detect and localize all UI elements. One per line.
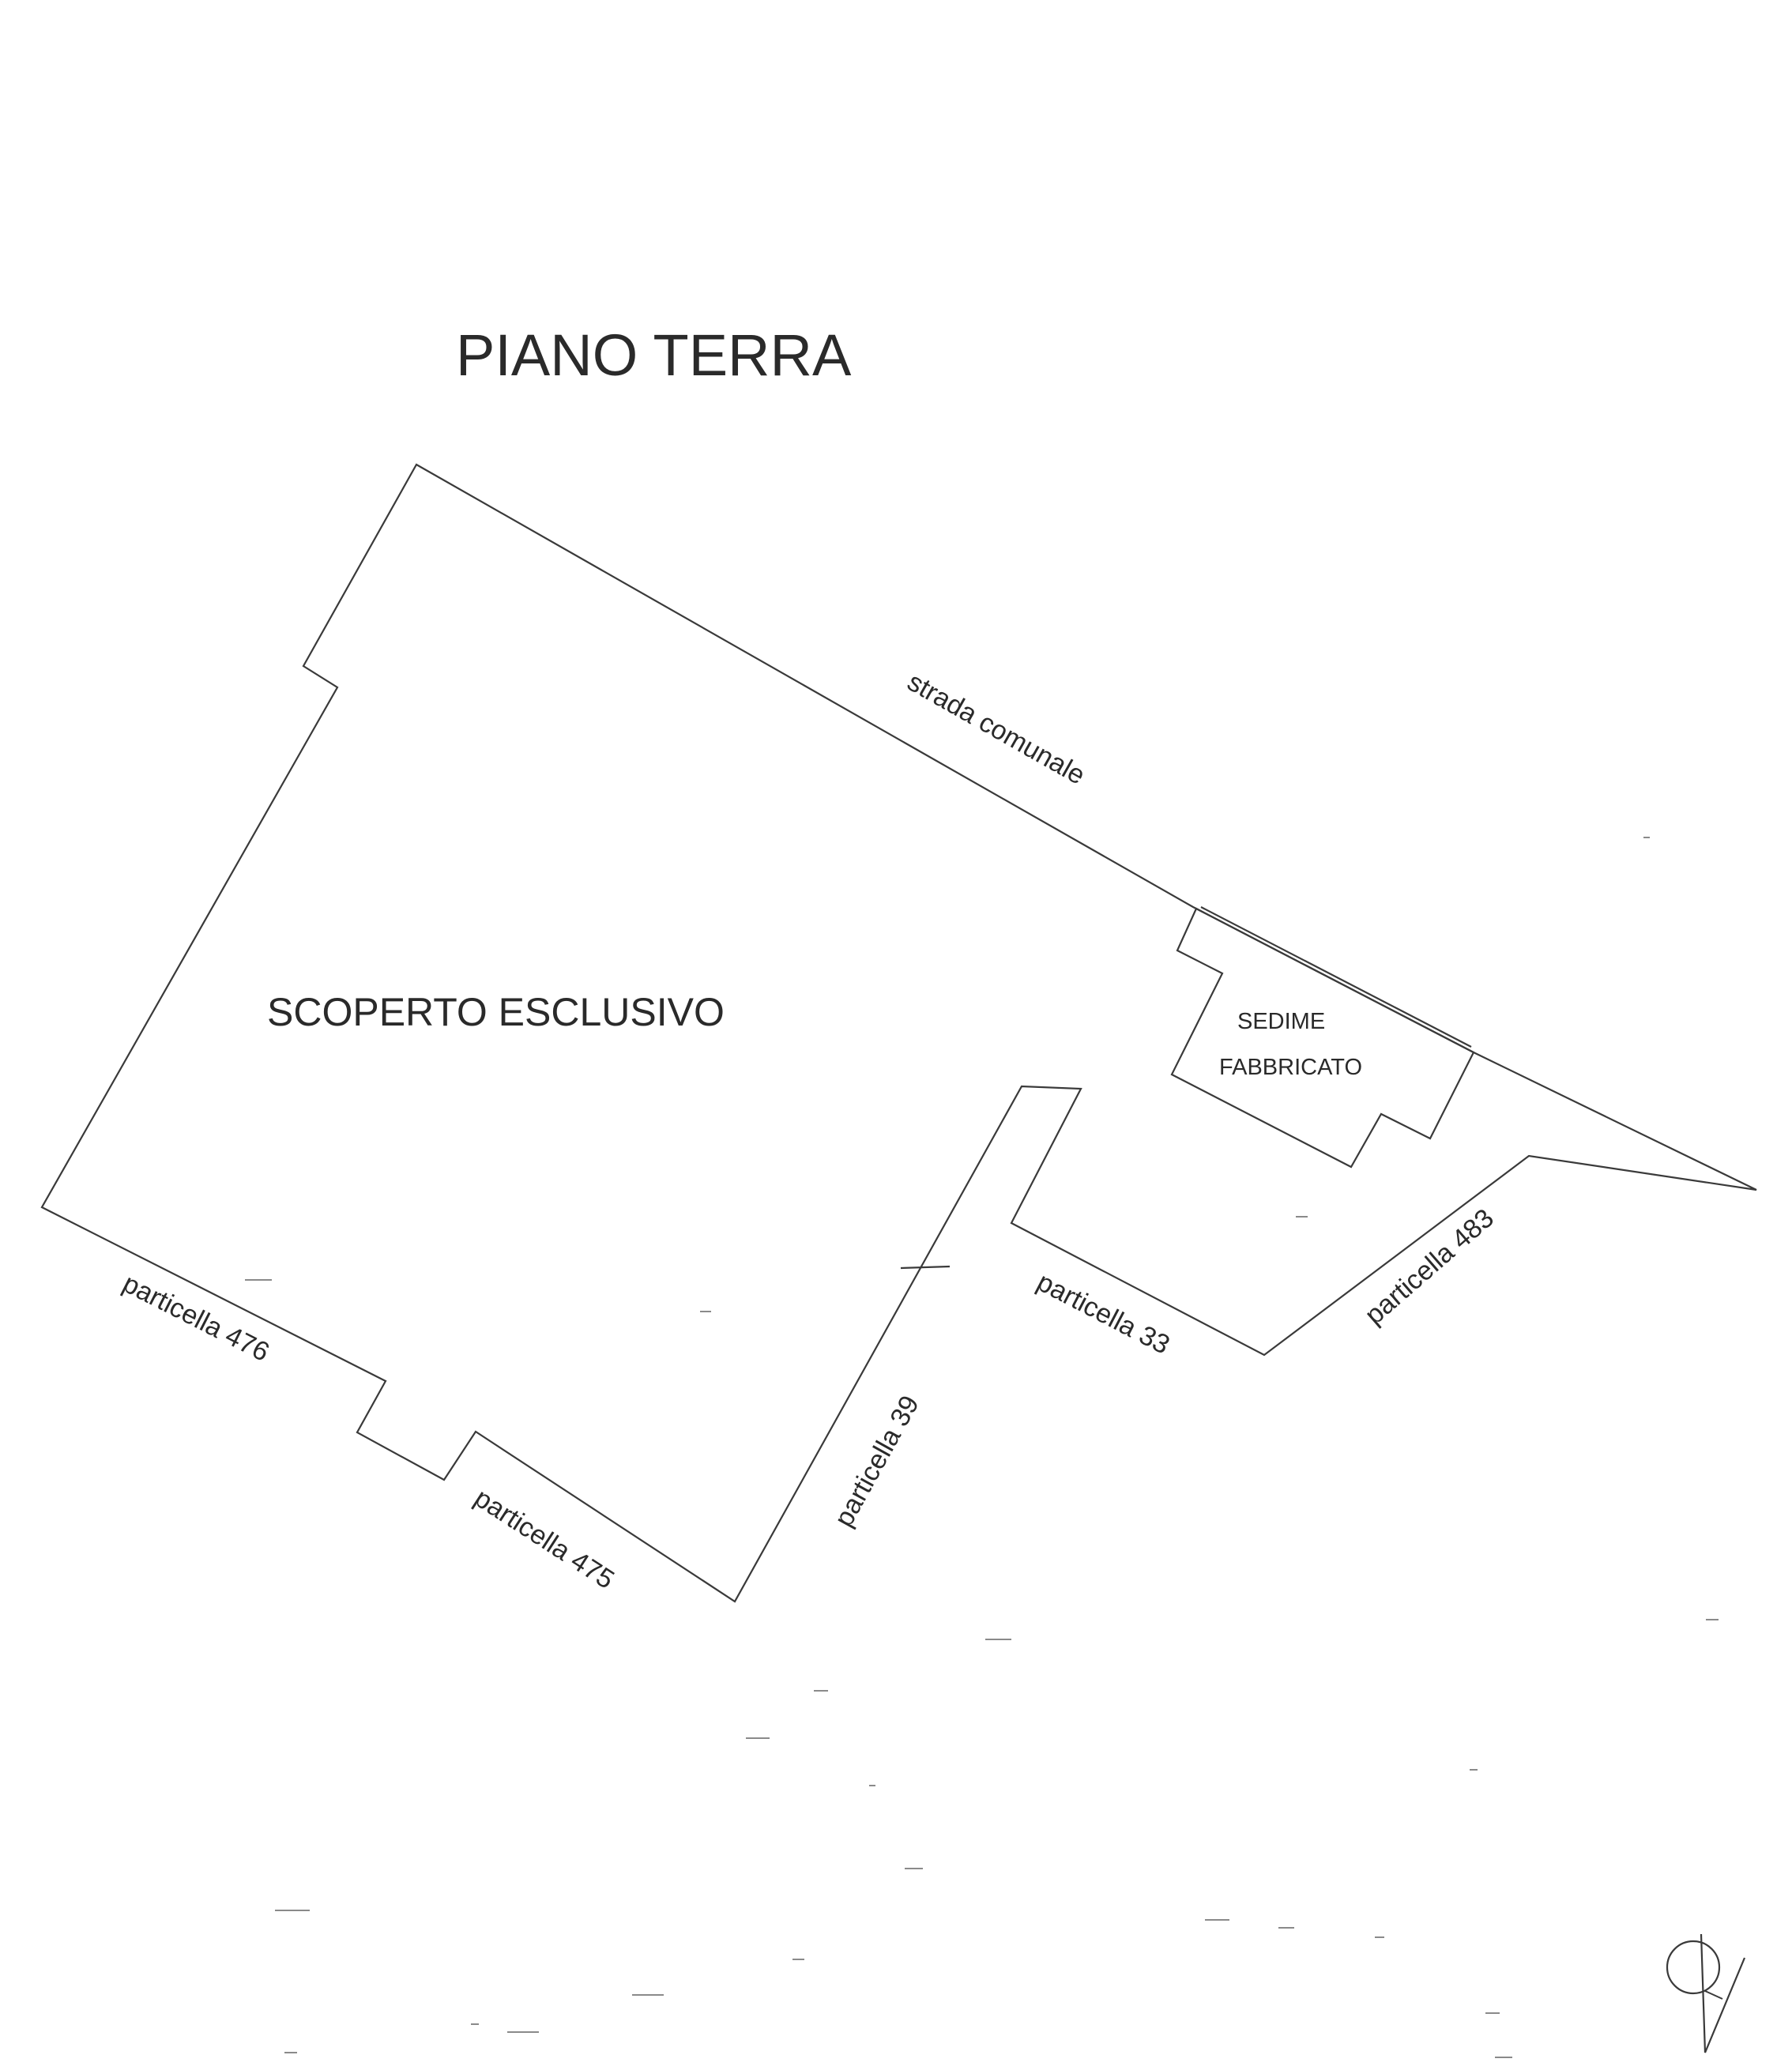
road-edge-line xyxy=(1200,906,1472,1048)
boundary-label-parcel-39: particella 39 xyxy=(829,1391,925,1532)
boundary-label-road: strada comunale xyxy=(902,667,1090,791)
scan-noise xyxy=(245,837,1719,2058)
area-label-exclusive-yard: SCOPERTO ESCLUSIVO xyxy=(267,990,725,1034)
boundary-label-parcel-475: particella 475 xyxy=(469,1483,619,1595)
page-title: PIANO TERRA xyxy=(456,322,852,388)
boundary-tick xyxy=(900,1265,951,1270)
boundary-label-parcel-33: particella 33 xyxy=(1032,1266,1174,1360)
area-label-building-line2: FABBRICATO xyxy=(1219,1055,1362,1080)
exclusive-yard-outline xyxy=(40,463,1757,1603)
area-label-building-line1: SEDIME xyxy=(1237,1009,1325,1034)
building-footprint-outline xyxy=(1170,907,1475,1169)
boundary-label-parcel-476: particella 476 xyxy=(118,1268,273,1368)
north-arrow-icon xyxy=(1666,1933,1746,2053)
